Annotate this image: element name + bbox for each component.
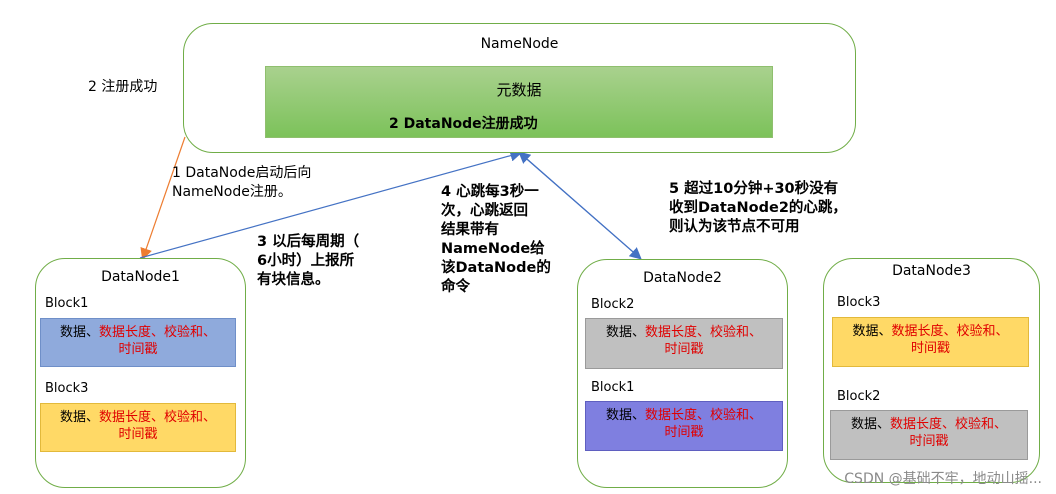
block-info: 数据、数据长度、校验和、 时间戳 — [585, 401, 783, 451]
note-block-report: 3 以后每周期（ 6小时）上报所 有块信息。 — [257, 234, 360, 288]
block-label: Block2 — [837, 389, 881, 404]
block-text-timestamp: 时间戳 — [118, 342, 158, 357]
block-info: 数据、数据长度、校验和、 时间戳 — [830, 410, 1028, 460]
block-text-data: 数据、 — [605, 408, 645, 423]
block-text-meta: 数据长度、校验和、 — [99, 410, 217, 425]
note-register-request: 1 DataNode启动后向 NameNode注册。 — [172, 165, 312, 200]
block-info: 数据、数据长度、校验和、 时间戳 — [40, 318, 236, 367]
block-text-timestamp: 时间戳 — [664, 342, 704, 357]
block-text-timestamp: 时间戳 — [118, 427, 158, 442]
block-text-timestamp: 时间戳 — [909, 434, 949, 449]
block-label: Block1 — [45, 296, 89, 311]
block-text-data: 数据、 — [850, 417, 890, 432]
report-arrow — [139, 149, 523, 259]
datanode1-box: DataNode1 — [35, 258, 246, 488]
block-info: 数据、数据长度、校验和、 时间戳 — [585, 318, 783, 369]
datanode2-box: DataNode2 — [577, 259, 788, 488]
block-info: 数据、数据长度、校验和、 时间戳 — [832, 317, 1029, 367]
note-heartbeat: 4 心跳每3秒一 次，心跳返回 结果带有 NameNode给 该DataNode… — [441, 184, 551, 295]
block-text-data: 数据、 — [59, 325, 99, 340]
block-text-timestamp: 时间戳 — [910, 341, 950, 356]
block-text-meta: 数据长度、校验和、 — [890, 417, 1008, 432]
block-text-meta: 数据长度、校验和、 — [99, 325, 217, 340]
block-label: Block2 — [591, 297, 635, 312]
datanode-title: DataNode2 — [643, 270, 722, 286]
datanode-title: DataNode3 — [892, 263, 971, 279]
metadata-box: 元数据 2 DataNode注册成功 — [265, 66, 773, 138]
register-arrow — [140, 136, 186, 261]
block-label: Block3 — [45, 381, 89, 396]
heartbeat-arrow-down — [519, 152, 642, 260]
block-info: 数据、数据长度、校验和、 时间戳 — [40, 403, 236, 452]
block-text-timestamp: 时间戳 — [664, 425, 704, 440]
metadata-title: 元数据 — [496, 81, 542, 99]
block-label: Block1 — [591, 380, 635, 395]
block-text-data: 数据、 — [605, 325, 645, 340]
block-text-data: 数据、 — [852, 324, 892, 339]
watermark: CSDN @基础不牢，地动山摇... — [844, 471, 1042, 487]
block-text-meta: 数据长度、校验和、 — [891, 324, 1009, 339]
namenode-title: NameNode — [480, 36, 559, 52]
block-text-data: 数据、 — [59, 410, 99, 425]
block-text-meta: 数据长度、校验和、 — [645, 408, 763, 423]
block-label: Block3 — [837, 295, 881, 310]
datanode-title: DataNode1 — [101, 269, 180, 285]
note-register-success: 2 注册成功 — [88, 79, 158, 95]
block-text-meta: 数据长度、校验和、 — [645, 325, 763, 340]
metadata-status: 2 DataNode注册成功 — [389, 116, 538, 132]
note-timeout: 5 超过10分钟+30秒没有 收到DataNode2的心跳， 则认为该节点不可用 — [669, 181, 847, 235]
